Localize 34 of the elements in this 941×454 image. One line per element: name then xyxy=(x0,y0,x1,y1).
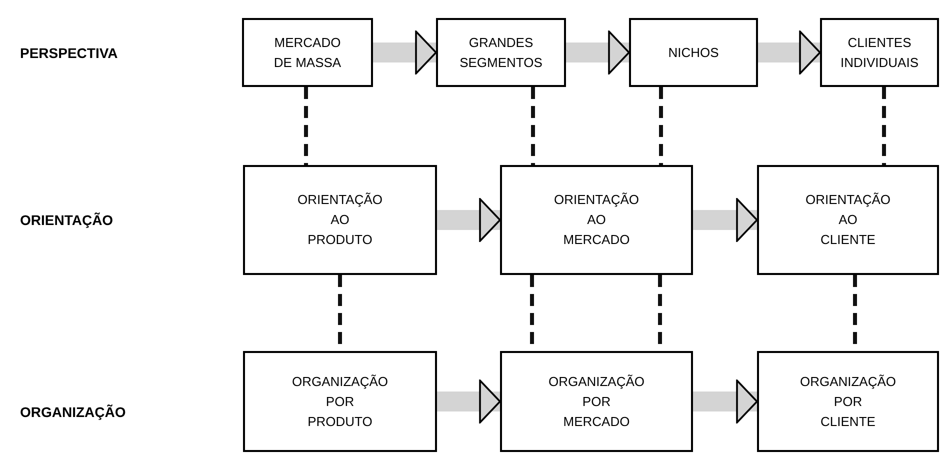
process-box xyxy=(243,351,437,452)
row-label: PERSPECTIVA xyxy=(20,44,118,63)
box-text: CLIENTES INDIVIDUAIS xyxy=(840,34,918,72)
dashed-line xyxy=(659,87,663,165)
process-box xyxy=(757,165,939,275)
box-text: GRANDES SEGMENTOS xyxy=(460,34,542,72)
process-box xyxy=(500,165,693,275)
block-arrow xyxy=(373,30,437,74)
row-label: ORIENTAÇÃO xyxy=(20,211,114,230)
box-text: ORIENTAÇÃO AO CLIENTE xyxy=(806,191,890,249)
process-box xyxy=(243,165,437,275)
block-arrow xyxy=(437,380,501,424)
process-box xyxy=(242,18,373,87)
dashed-line xyxy=(531,87,535,165)
process-box xyxy=(500,351,693,452)
process-box xyxy=(436,18,566,87)
process-box xyxy=(757,351,939,452)
block-arrow xyxy=(758,30,821,74)
dashed-line xyxy=(304,87,308,165)
box-text: ORGANIZAÇÃO POR MERCADO xyxy=(548,372,645,430)
box-text: ORIENTAÇÃO AO MERCADO xyxy=(554,191,639,249)
block-arrow xyxy=(693,198,758,242)
row-label: ORGANIZAÇÃO xyxy=(20,403,126,422)
box-text: NICHOS xyxy=(668,44,719,62)
box-text: ORGANIZAÇÃO POR PRODUTO xyxy=(292,372,388,430)
block-arrow xyxy=(566,30,630,74)
dashed-line xyxy=(882,87,886,165)
box-text: MERCADO DE MASSA xyxy=(272,34,342,72)
process-box xyxy=(820,18,939,87)
block-arrow xyxy=(693,380,758,424)
box-text: ORGANIZAÇÃO POR CLIENTE xyxy=(800,372,896,430)
box-text: ORIENTAÇÃO AO PRODUTO xyxy=(298,191,382,249)
block-arrow xyxy=(437,198,501,242)
process-box xyxy=(629,18,758,87)
